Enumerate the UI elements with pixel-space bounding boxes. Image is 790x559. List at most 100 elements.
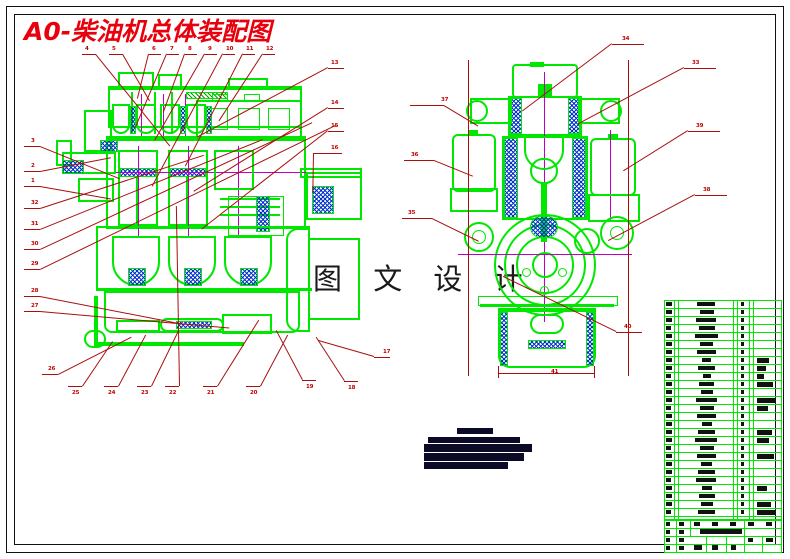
water-pump-body: [78, 178, 114, 202]
page-title: A0-柴油机总体装配图: [24, 17, 272, 46]
sump-baffle: [222, 314, 272, 334]
head-section-hatch-1: [130, 106, 136, 134]
injector-body: [538, 84, 552, 98]
flywheel-bolt-2: [558, 268, 567, 277]
balloon-30: 30: [31, 241, 39, 247]
sheet-outer-frame: [6, 6, 784, 553]
balloon-3: 3: [31, 138, 35, 144]
block-deck-line: [106, 136, 306, 139]
dim-extension-left: [498, 366, 499, 378]
balloon-9: 9: [208, 46, 212, 52]
connecting-rod-2: [186, 177, 189, 229]
tank-neck: [608, 134, 618, 140]
camshaft-line-2: [220, 206, 280, 208]
valve-centerline-2: [163, 94, 164, 138]
camshaft-line-3: [220, 214, 280, 216]
flywheel-housing-left-view: [308, 238, 360, 320]
port-profile-1: [112, 104, 130, 134]
sheet-inner-frame: [14, 14, 776, 545]
head-section-hatch-2: [180, 106, 186, 134]
crankcase-parting-line: [96, 288, 312, 291]
oil-pan-right-view: [498, 310, 596, 368]
idler-gear: [574, 228, 600, 254]
balloon-22: 22: [169, 390, 177, 396]
front-cover-hatch: [62, 160, 84, 174]
cylinder-head-right-view: [508, 96, 582, 136]
balloon-33: 33: [692, 60, 700, 66]
balloon-39: 39: [696, 123, 704, 129]
balloon-21: 21: [207, 390, 215, 396]
oil-pan-outline: [104, 291, 300, 333]
balloon-15: 15: [331, 123, 339, 129]
head-bolt-boss-3: [268, 108, 290, 130]
crankshaft-journal-circle: [532, 252, 558, 278]
head-top-edge: [108, 86, 302, 89]
head-stud-top-2: [244, 94, 260, 102]
balloon-1: 1: [31, 178, 35, 184]
tank-centerline: [610, 130, 611, 220]
starter-pinion-hub: [472, 230, 486, 244]
starter-pinion-left: [464, 222, 494, 252]
accessory-drive-hub: [610, 226, 624, 240]
balloon-4: 4: [85, 46, 89, 52]
valve-centerline-1: [141, 94, 142, 138]
accessory-flange: [300, 168, 362, 178]
accessory-drive-right: [600, 216, 634, 250]
balloon-25: 25: [72, 390, 80, 396]
oil-cooler-pipe-horiz: [94, 342, 244, 346]
pan-drain-hatch: [528, 340, 566, 349]
engine-block-outline: [106, 139, 306, 229]
balloon-2: 2: [31, 163, 35, 169]
oil-filler-cap: [530, 62, 544, 67]
balloon-36: 36: [411, 152, 419, 158]
timing-gear-housing: [214, 150, 254, 190]
balloon-24: 24: [108, 390, 116, 396]
balloon-8: 8: [188, 46, 192, 52]
balloon-29: 29: [31, 261, 39, 267]
port-profile-2: [136, 104, 156, 134]
pan-rail: [478, 296, 618, 306]
accessory-hatch-right: [312, 186, 334, 214]
balloon-34: 34: [622, 36, 630, 42]
main-journal-hatch-1: [128, 268, 146, 286]
balloon-14: 14: [331, 100, 339, 106]
balloon-10: 10: [226, 46, 234, 52]
balloon-31: 31: [31, 221, 39, 227]
front-flange-hatch: [100, 140, 118, 152]
camshaft-line-1: [220, 198, 280, 200]
main-journal-hatch-3: [240, 268, 258, 286]
balloon-26: 26: [48, 366, 56, 372]
head-bolt-boss-1: [206, 108, 228, 130]
balloon-38: 38: [703, 187, 711, 193]
balloon-40: 40: [624, 324, 632, 330]
connecting-rod-1: [136, 177, 139, 229]
oil-pickup-hatch: [176, 321, 212, 329]
main-journal-hatch-2: [184, 268, 202, 286]
pushrod-tunnel: [228, 196, 284, 236]
exhaust-manifold-end-circle: [466, 100, 488, 122]
balloon-35: 35: [408, 210, 416, 216]
overall-width-dimension: [498, 373, 594, 374]
accessory-housing-right: [306, 172, 362, 220]
balloon-6: 6: [152, 46, 156, 52]
head-stud-top-1: [212, 94, 228, 102]
balloon-13: 13: [331, 60, 339, 66]
oil-filter-canister: [452, 134, 496, 192]
balloon-23: 23: [141, 390, 149, 396]
port-profile-3: [160, 104, 180, 134]
balloon-28: 28: [31, 288, 39, 294]
head-bolt-boss-2: [238, 108, 260, 130]
intake-manifold-left: [228, 78, 268, 90]
balloon-16: 16: [331, 145, 339, 151]
balloon-18: 18: [348, 385, 356, 391]
balloon-5: 5: [112, 46, 116, 52]
crank-throw-hatch: [530, 216, 558, 238]
flywheel-bolt-1: [522, 268, 531, 277]
oil-pickup-right-view: [530, 314, 564, 334]
cylinder-centerline-3: [238, 146, 239, 236]
rocker-cover-left: [118, 72, 154, 90]
block-wall-hatch-right: [572, 138, 586, 218]
bellhousing-profile: [286, 228, 310, 332]
dim-extension-right: [594, 366, 595, 378]
